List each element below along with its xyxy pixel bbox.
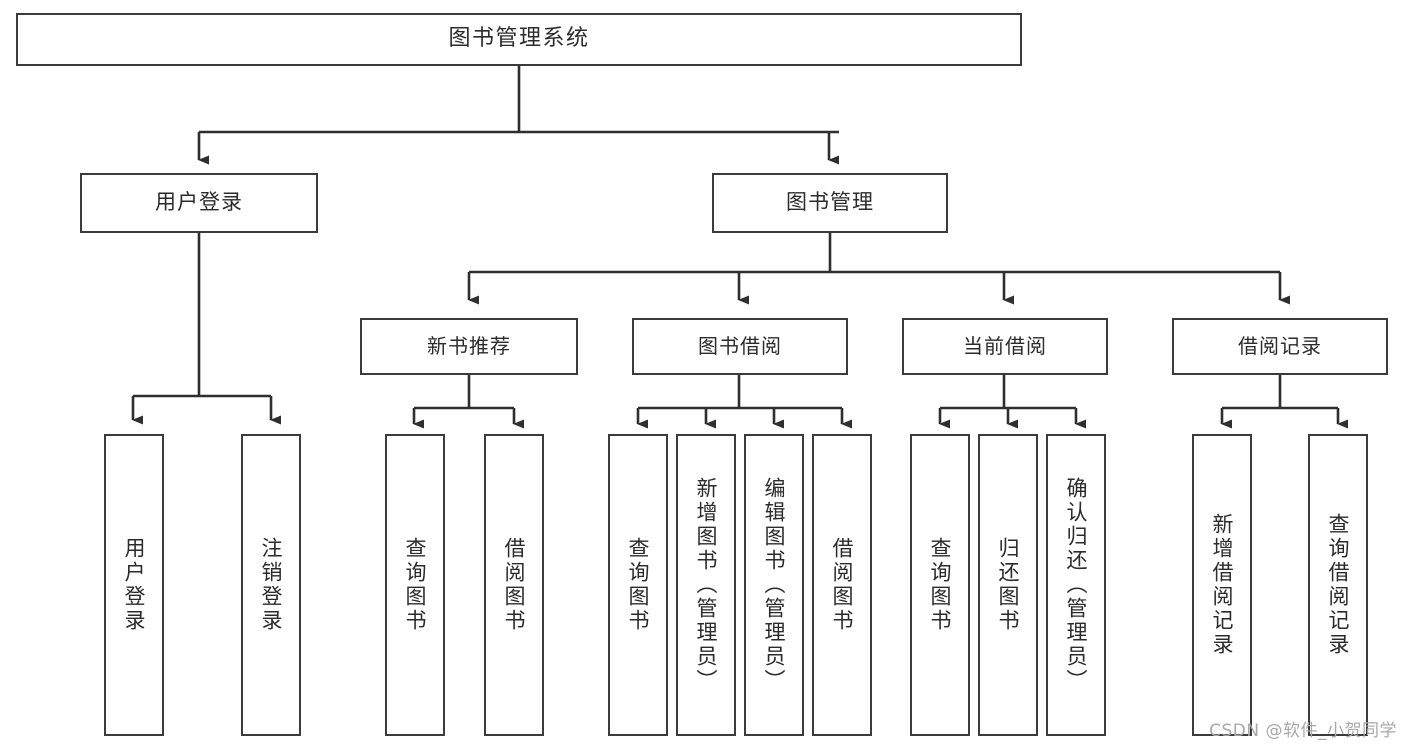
watermark: CSDN @软件_小贺同学 [1209,721,1397,741]
leaf-book-borrow-edit[interactable]: 编辑图书（管理员） [744,434,804,736]
node-label: 查询借阅记录 [1326,513,1351,657]
node-book-borrow[interactable]: 图书借阅 [632,318,848,375]
node-label: 归还图书 [996,537,1021,633]
node-borrow-record[interactable]: 借阅记录 [1172,318,1388,375]
leaf-borrow-record-query[interactable]: 查询借阅记录 [1308,434,1368,736]
node-label: 查询图书 [928,537,953,633]
leaf-borrow-record-add[interactable]: 新增借阅记录 [1192,434,1252,736]
node-label: 新增借阅记录 [1210,513,1235,657]
node-label: 新书推荐 [427,334,511,359]
node-label: 编辑图书（管理员） [762,477,787,693]
node-label: 图书借阅 [698,334,782,359]
node-label: 查询图书 [403,537,428,633]
leaf-new-book-borrow[interactable]: 借阅图书 [484,434,544,736]
node-new-book-recommend[interactable]: 新书推荐 [360,318,578,375]
node-current-borrow[interactable]: 当前借阅 [902,318,1108,375]
node-label: 图书管理 [786,190,874,215]
node-book-management[interactable]: 图书管理 [712,173,948,233]
node-label: 查询图书 [626,537,651,633]
node-label: 当前借阅 [963,334,1047,359]
node-label: 借阅图书 [830,537,855,633]
leaf-current-borrow-return[interactable]: 归还图书 [978,434,1038,736]
leaf-book-borrow-borrow[interactable]: 借阅图书 [812,434,872,736]
node-label: 图书管理系统 [448,26,590,52]
leaf-current-borrow-confirm-return[interactable]: 确认归还（管理员） [1046,434,1106,736]
node-label: 注销登录 [259,537,284,633]
leaf-current-borrow-query[interactable]: 查询图书 [910,434,970,736]
node-label: 用户登录 [155,190,243,215]
node-label: 借阅记录 [1238,334,1322,359]
leaf-user-login-logout[interactable]: 注销登录 [241,434,301,736]
node-label: 借阅图书 [502,537,527,633]
leaf-book-borrow-add[interactable]: 新增图书（管理员） [676,434,736,736]
node-root-system[interactable]: 图书管理系统 [16,13,1022,66]
node-user-login[interactable]: 用户登录 [80,173,318,233]
node-label: 用户登录 [122,537,147,633]
node-label: 新增图书（管理员） [694,477,719,693]
leaf-new-book-query[interactable]: 查询图书 [385,434,445,736]
leaf-book-borrow-query[interactable]: 查询图书 [608,434,668,736]
leaf-user-login-login[interactable]: 用户登录 [104,434,164,736]
node-label: 确认归还（管理员） [1064,477,1089,693]
